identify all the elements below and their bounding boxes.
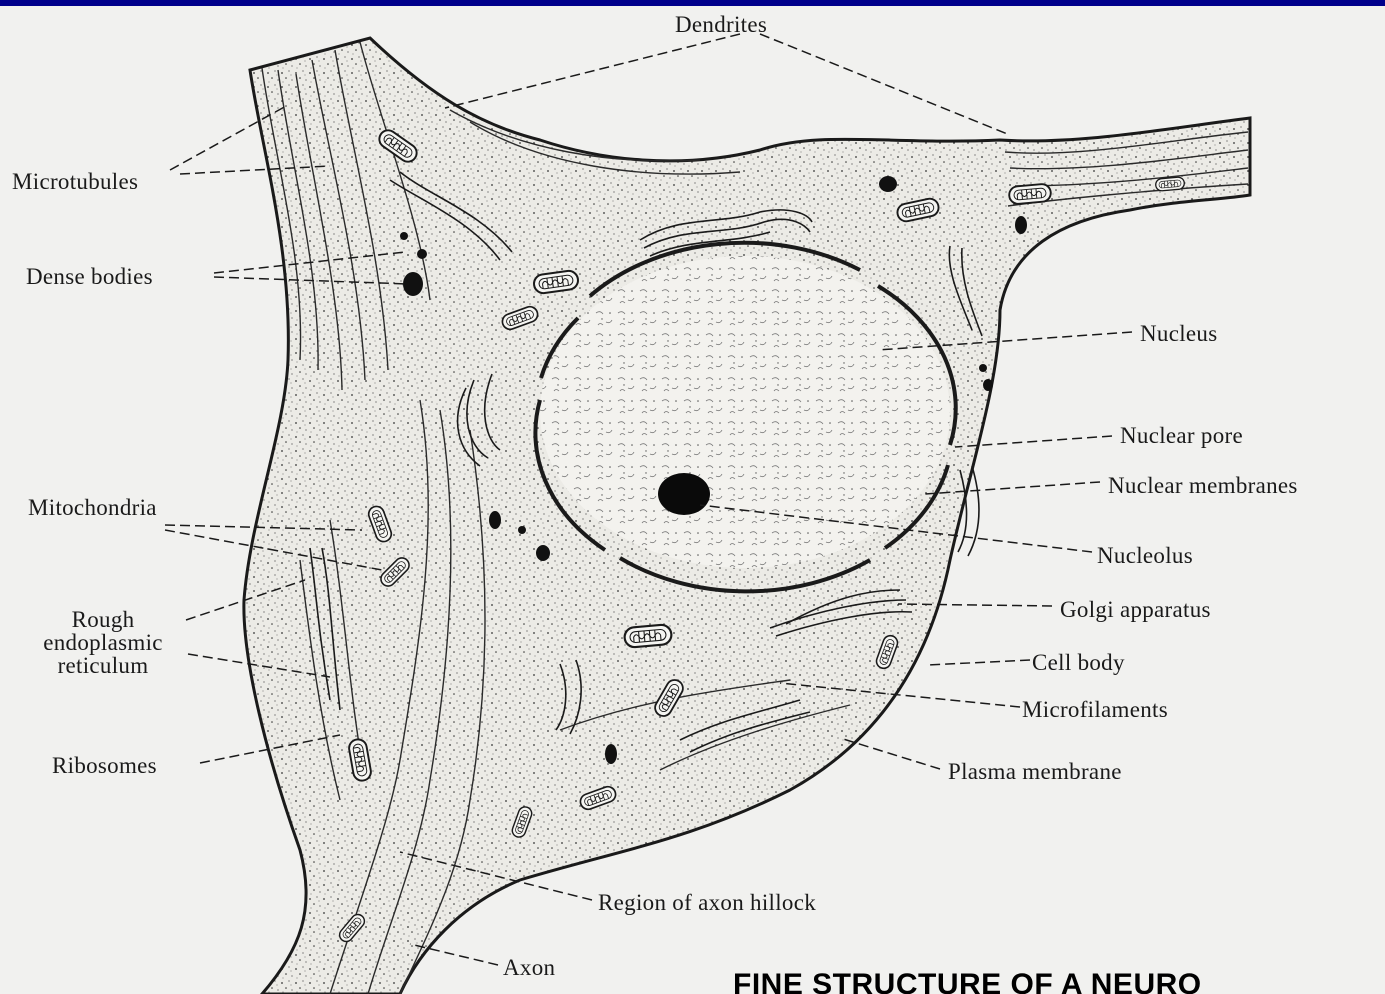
label-cell-body: Cell body <box>1032 651 1125 674</box>
label-dendrites: Dendrites <box>675 13 767 36</box>
label-nuclear-pore: Nuclear pore <box>1120 424 1243 447</box>
label-microfilaments: Microfilaments <box>1022 698 1168 721</box>
label-nucleolus: Nucleolus <box>1097 544 1193 567</box>
slide-caption: FINE STRUCTURE OF A NEURO <box>733 968 1202 994</box>
label-nuclear-membranes: Nuclear membranes <box>1108 474 1298 497</box>
label-mitochondria: Mitochondria <box>28 496 157 519</box>
label-rough-er: Rough endoplasmic reticulum <box>8 608 198 677</box>
label-nucleus: Nucleus <box>1140 322 1217 345</box>
label-plasma-membrane: Plasma membrane <box>948 760 1122 783</box>
diagram-canvas: Dendrites Microtubules Dense bodies Nucl… <box>0 6 1385 994</box>
label-dense-bodies: Dense bodies <box>26 265 153 288</box>
label-rough-er-line2: endoplasmic <box>8 631 198 654</box>
label-axon: Axon <box>503 956 555 979</box>
neuron-illustration <box>0 6 1385 994</box>
label-axon-hillock: Region of axon hillock <box>598 891 816 914</box>
label-microtubules: Microtubules <box>12 170 138 193</box>
label-ribosomes: Ribosomes <box>52 754 157 777</box>
label-rough-er-line3: reticulum <box>8 654 198 677</box>
label-rough-er-line1: Rough <box>8 608 198 631</box>
label-golgi-apparatus: Golgi apparatus <box>1060 598 1211 621</box>
